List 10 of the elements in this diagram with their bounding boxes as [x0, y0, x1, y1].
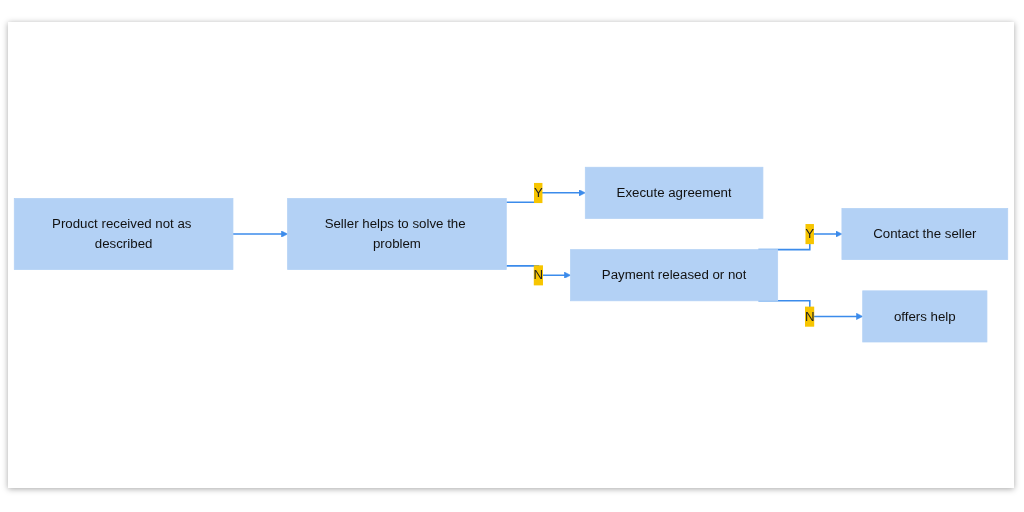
process-box: Execute agreement	[584, 167, 764, 220]
edge-label: N	[805, 306, 815, 327]
edge-label: N	[533, 265, 544, 286]
edge-label: Y	[805, 224, 815, 245]
process-box: Payment released or not	[570, 249, 779, 302]
process-box: offers help	[862, 290, 988, 343]
edge-label: Y	[534, 183, 543, 204]
process-box: Product received not as described	[13, 198, 234, 271]
process-box: Seller helps to solve the problem	[287, 198, 507, 271]
process-box: Contact the seller	[841, 208, 1009, 261]
